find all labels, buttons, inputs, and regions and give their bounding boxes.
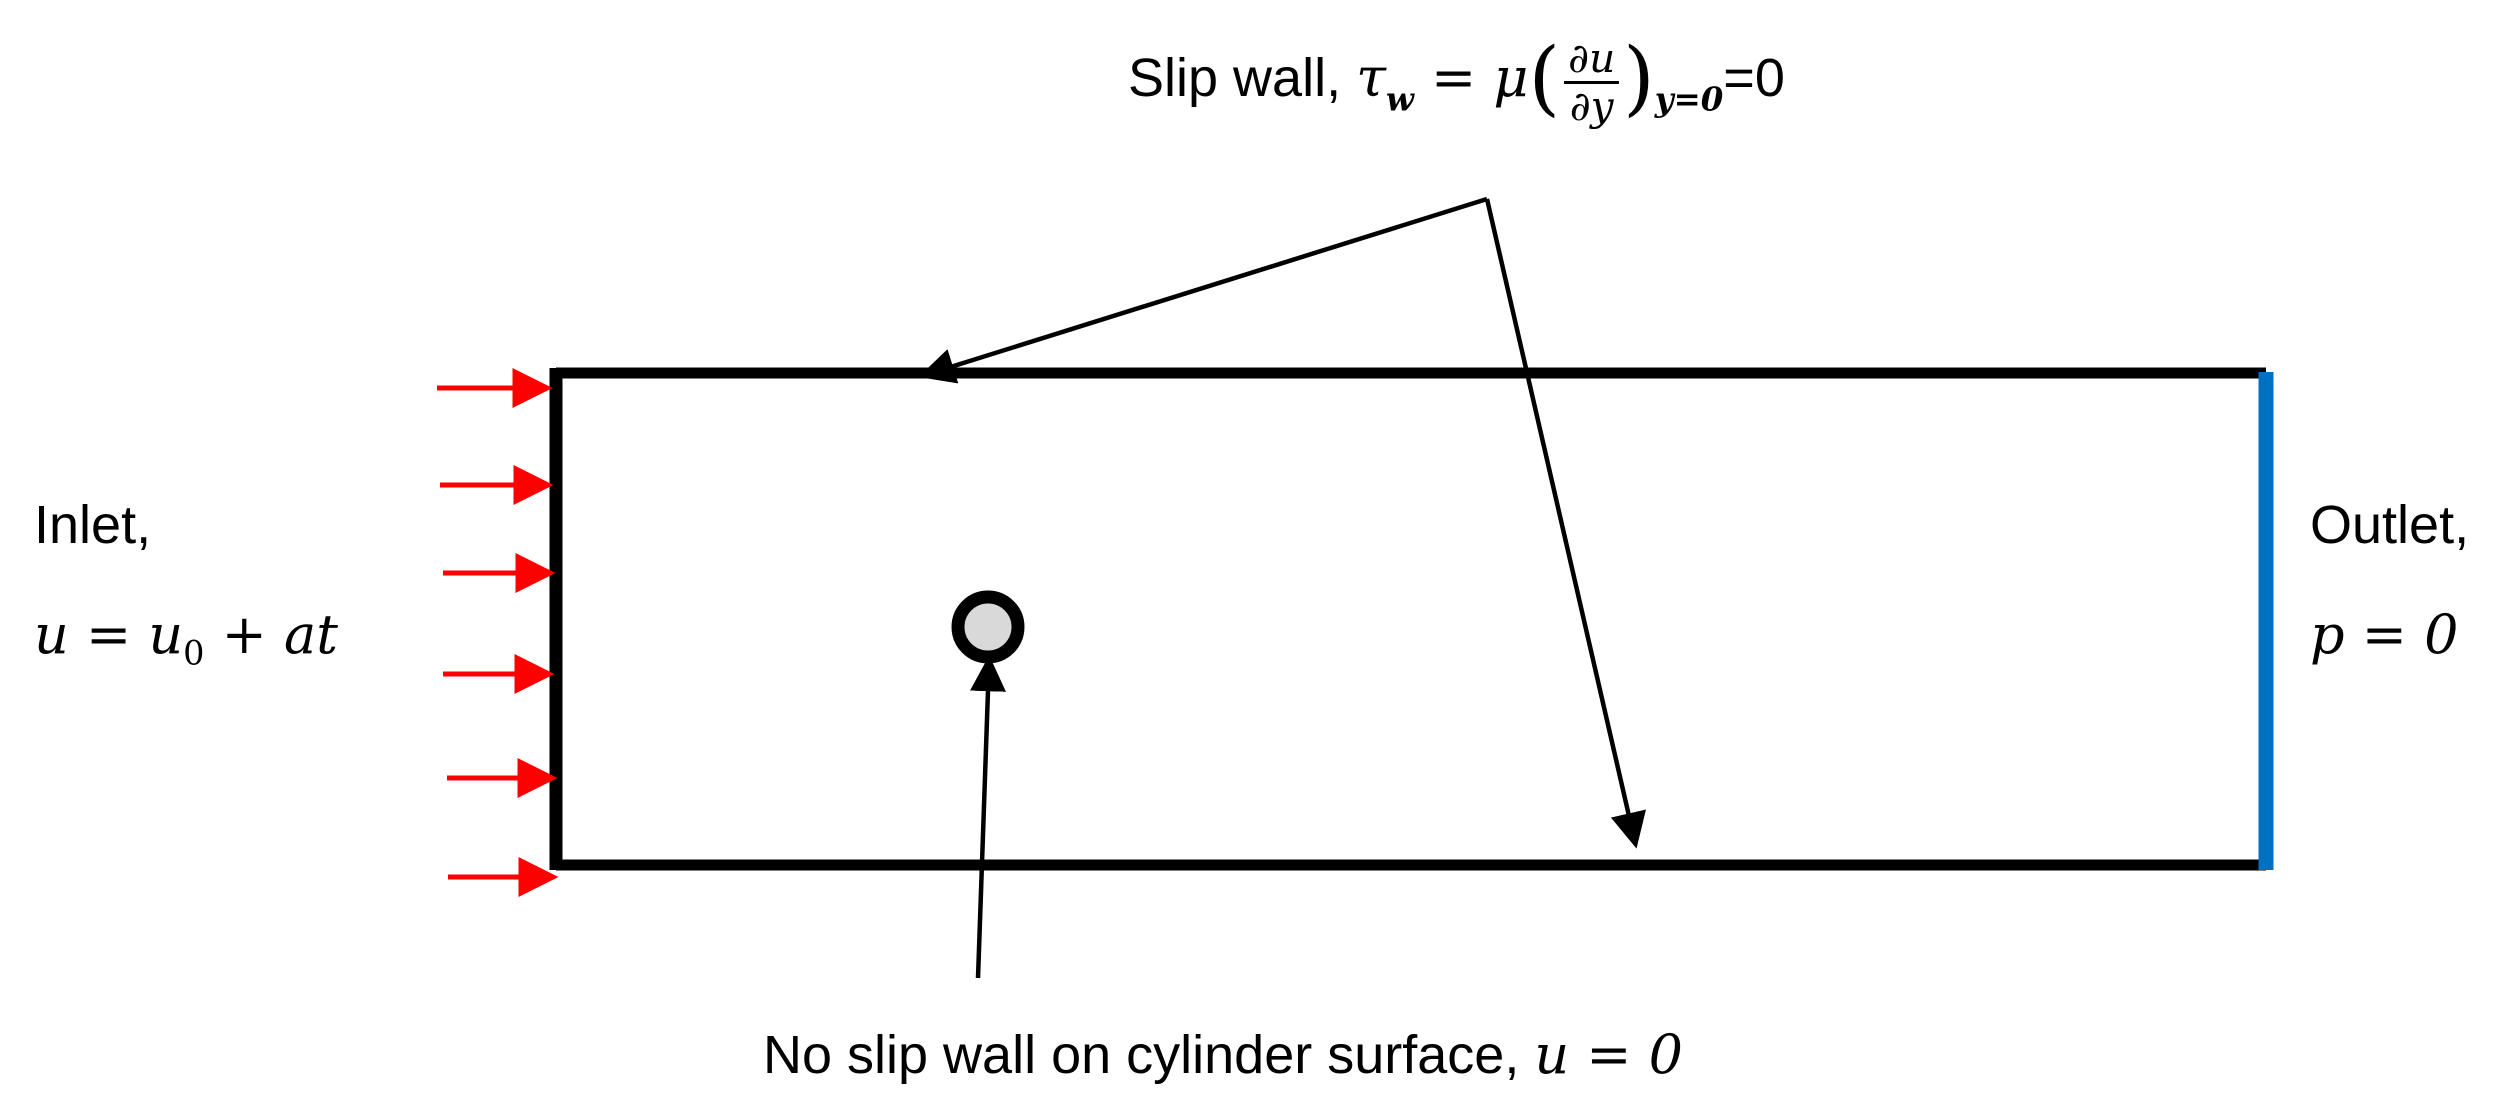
tau-subscript: w <box>1385 80 1414 119</box>
slip-equals-zero: =0 <box>1723 48 1785 108</box>
outlet-equation: p = 0 <box>2310 603 2459 666</box>
slip-wall-arrow-bottom <box>1484 198 1646 849</box>
inlet-equation: u = u0 + at <box>34 608 338 670</box>
inlet-eq-main: u = u <box>34 603 184 666</box>
no-slip-label: No slip wall on cylinder surface, u = 0 <box>763 1025 1683 1085</box>
no-slip-text: No slip wall on cylinder surface, <box>763 1025 1535 1085</box>
no-slip-arrow <box>969 655 1006 979</box>
slip-wall-label: Slip wall, τw = μ(∂u∂y)y=0=0 <box>1128 38 1785 126</box>
fraction-denominator: ∂y <box>1569 81 1614 130</box>
outlet-label: Outlet, <box>2310 495 2470 555</box>
left-paren: ( <box>1528 31 1561 126</box>
evaluation-subscript: y=0 <box>1654 80 1724 119</box>
inlet-label: Inlet, <box>34 495 152 555</box>
fraction-numerator: ∂u <box>1564 38 1620 84</box>
inlet-arrows <box>437 368 559 897</box>
tau-symbol: τ <box>1356 46 1386 109</box>
slip-wall-text: Slip wall, <box>1128 48 1357 108</box>
right-paren: ) <box>1623 31 1655 126</box>
mu-symbol: μ <box>1493 46 1529 109</box>
no-slip-equation: u = 0 <box>1534 1023 1684 1086</box>
slip-wall-arrow-top <box>918 196 1488 384</box>
inlet-eq-subscript: 0 <box>183 633 205 673</box>
slip-equals: = <box>1413 46 1494 109</box>
derivative-fraction: ∂u∂y <box>1564 38 1620 130</box>
inlet-eq-rest: + at <box>204 603 338 666</box>
cylinder <box>951 590 1025 664</box>
